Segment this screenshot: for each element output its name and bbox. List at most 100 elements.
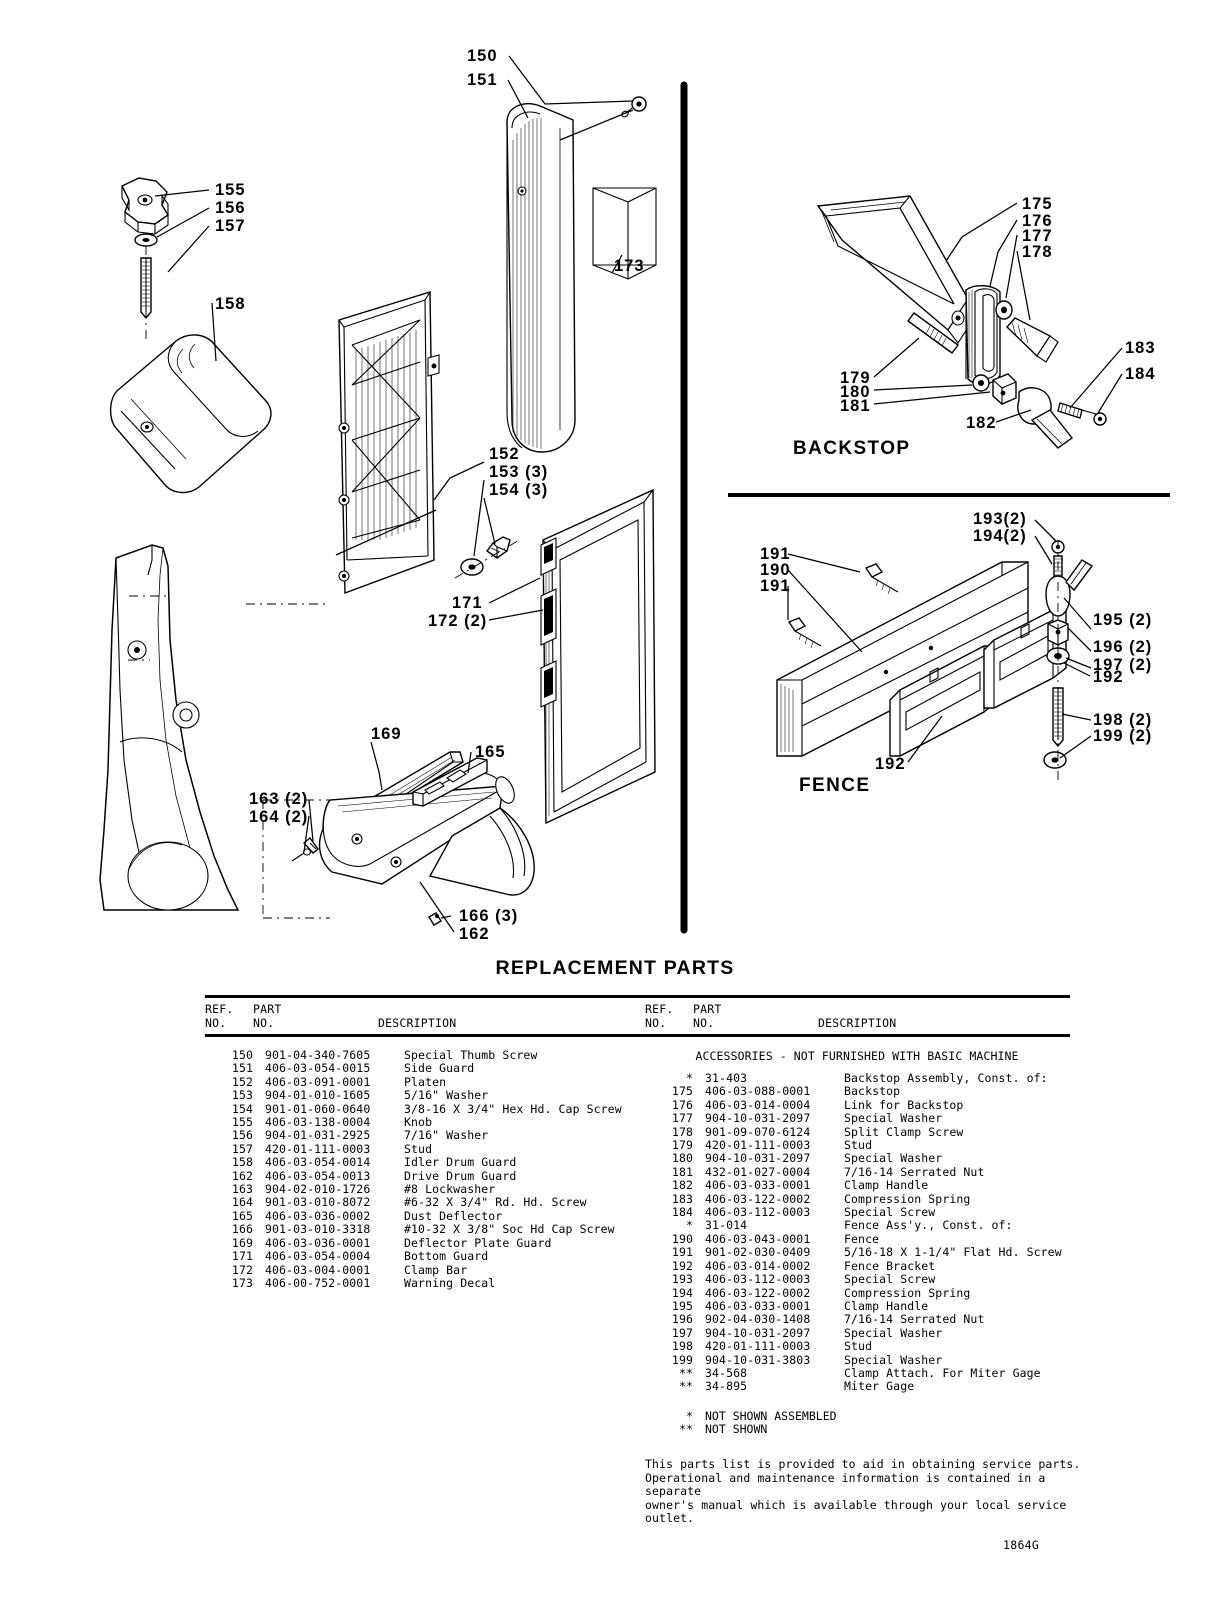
replacement-parts-table: REF. NO. PART NO. DESCRIPTION REF. <box>205 995 1070 1437</box>
lockwasher-163-part <box>291 848 312 862</box>
callout-152: 152 <box>489 445 520 463</box>
callout-198: 198 (2) <box>1093 711 1153 729</box>
row-description: 3/8-16 X 3/4" Hex Hd. Cap Screw <box>404 1101 622 1116</box>
row-description: Miter Gage <box>844 1379 915 1394</box>
leader-169 <box>370 741 383 791</box>
leader-198 <box>1061 713 1092 721</box>
footnotes-list: * NOT SHOWN ASSEMBLED ** NOT SHOWN <box>645 1394 1069 1437</box>
row-ref-no: 197 <box>671 1325 693 1340</box>
callout-191b: 191 <box>760 577 791 595</box>
row-description: 7/16-14 Serrated Nut <box>844 1312 985 1327</box>
leader-155 <box>154 189 210 197</box>
leader-151 <box>507 79 529 119</box>
row-ref-no: 164 <box>231 1195 253 1210</box>
table-header-left: REF. NO. PART NO. DESCRIPTION <box>205 998 637 1034</box>
fence-bar-part <box>776 561 1029 757</box>
exploded-assembly-illustration: .ln{fill:none;stroke:#000;stroke-width:1… <box>99 55 1170 934</box>
header-ref-line2: NO. <box>205 1015 227 1030</box>
row-ref-no: ** <box>678 1365 693 1380</box>
callout-155: 155 <box>215 181 246 199</box>
row-description: #10-32 X 3/8" Soc Hd Cap Screw <box>404 1222 615 1237</box>
row-part-no: 31-014 <box>705 1218 748 1233</box>
row-part-no: 904-10-031-2097 <box>705 1111 811 1126</box>
leader-150 <box>508 55 634 105</box>
row-ref-no: 179 <box>671 1138 693 1153</box>
row-part-no: 31-403 <box>705 1071 748 1085</box>
special-washer-180-part <box>972 374 990 392</box>
row-ref-no: 177 <box>671 1111 693 1126</box>
row-part-no: 406-03-112-0003 <box>705 1205 811 1220</box>
row-ref-no: 199 <box>671 1352 693 1367</box>
cap-screw-166-part <box>428 912 442 926</box>
row-part-no: 406-03-088-0001 <box>705 1084 811 1099</box>
leader-193 <box>1034 519 1057 542</box>
row-description: Side Guard <box>404 1061 475 1076</box>
callout-177: 177 <box>1022 227 1053 245</box>
row-description: Split Clamp Screw <box>844 1124 964 1139</box>
row-part-no: 901-04-340-7605 <box>265 1048 371 1062</box>
table-row: 177 904-10-031-2097 Special Washer <box>645 1111 1069 1126</box>
row-part-no: 901-09-070-6124 <box>705 1124 811 1139</box>
special-washer-177-part <box>995 300 1013 320</box>
row-description: Compression Spring <box>844 1191 971 1206</box>
leader-150b <box>559 109 634 141</box>
footnote-text: NOT SHOWN <box>705 1422 768 1437</box>
row-description: Drive Drum Guard <box>404 1168 517 1183</box>
row-part-no: 34-895 <box>705 1379 748 1394</box>
leader-182 <box>995 409 1032 423</box>
row-part-no: 406-03-122-0002 <box>705 1285 811 1300</box>
leader-180 <box>873 384 973 391</box>
leader-178 <box>1016 250 1031 321</box>
section-caption-fence: FENCE <box>799 775 871 796</box>
callout-180: 180 <box>840 383 871 401</box>
row-description: Special Washer <box>844 1352 943 1367</box>
callout-165: 165 <box>475 743 506 761</box>
row-description: Bottom Guard <box>404 1249 489 1264</box>
leader-190 <box>787 569 863 653</box>
leader-164 <box>303 815 310 853</box>
row-description: Special Washer <box>844 1111 943 1126</box>
row-part-no: 406-03-054-0013 <box>265 1168 371 1183</box>
footnote-marker: ** <box>679 1422 693 1437</box>
bottom-guard-part <box>540 488 656 825</box>
cap-screw-154-part <box>486 536 511 559</box>
leader-152b <box>335 509 437 556</box>
callout-154: 154 (3) <box>489 481 549 499</box>
row-description: Backstop Assembly, Const. of: <box>844 1071 1048 1085</box>
row-part-no: 902-04-030-1408 <box>705 1312 811 1327</box>
footnote-marker: * <box>686 1408 693 1423</box>
row-description: 7/16-14 Serrated Nut <box>844 1164 985 1179</box>
row-ref-no: 166 <box>231 1222 253 1237</box>
row-part-no: 432-01-027-0004 <box>705 1164 811 1179</box>
row-ref-no: 162 <box>231 1168 253 1183</box>
header-ref-line2-r: NO. <box>645 1015 667 1030</box>
footnote-row: ** NOT SHOWN <box>645 1422 1069 1437</box>
row-description: 7/16" Washer <box>404 1128 489 1143</box>
leader-173 <box>611 254 623 274</box>
row-ref-no: 151 <box>231 1061 253 1076</box>
row-part-no: 406-03-036-0002 <box>265 1208 371 1223</box>
callout-157: 157 <box>215 217 246 235</box>
callout-184: 184 <box>1125 365 1156 383</box>
leader-184 <box>1097 373 1123 414</box>
callout-171: 171 <box>452 594 483 612</box>
page-code: 1864G <box>1003 1538 1040 1552</box>
footnote-text: NOT SHOWN ASSEMBLED <box>705 1408 837 1423</box>
